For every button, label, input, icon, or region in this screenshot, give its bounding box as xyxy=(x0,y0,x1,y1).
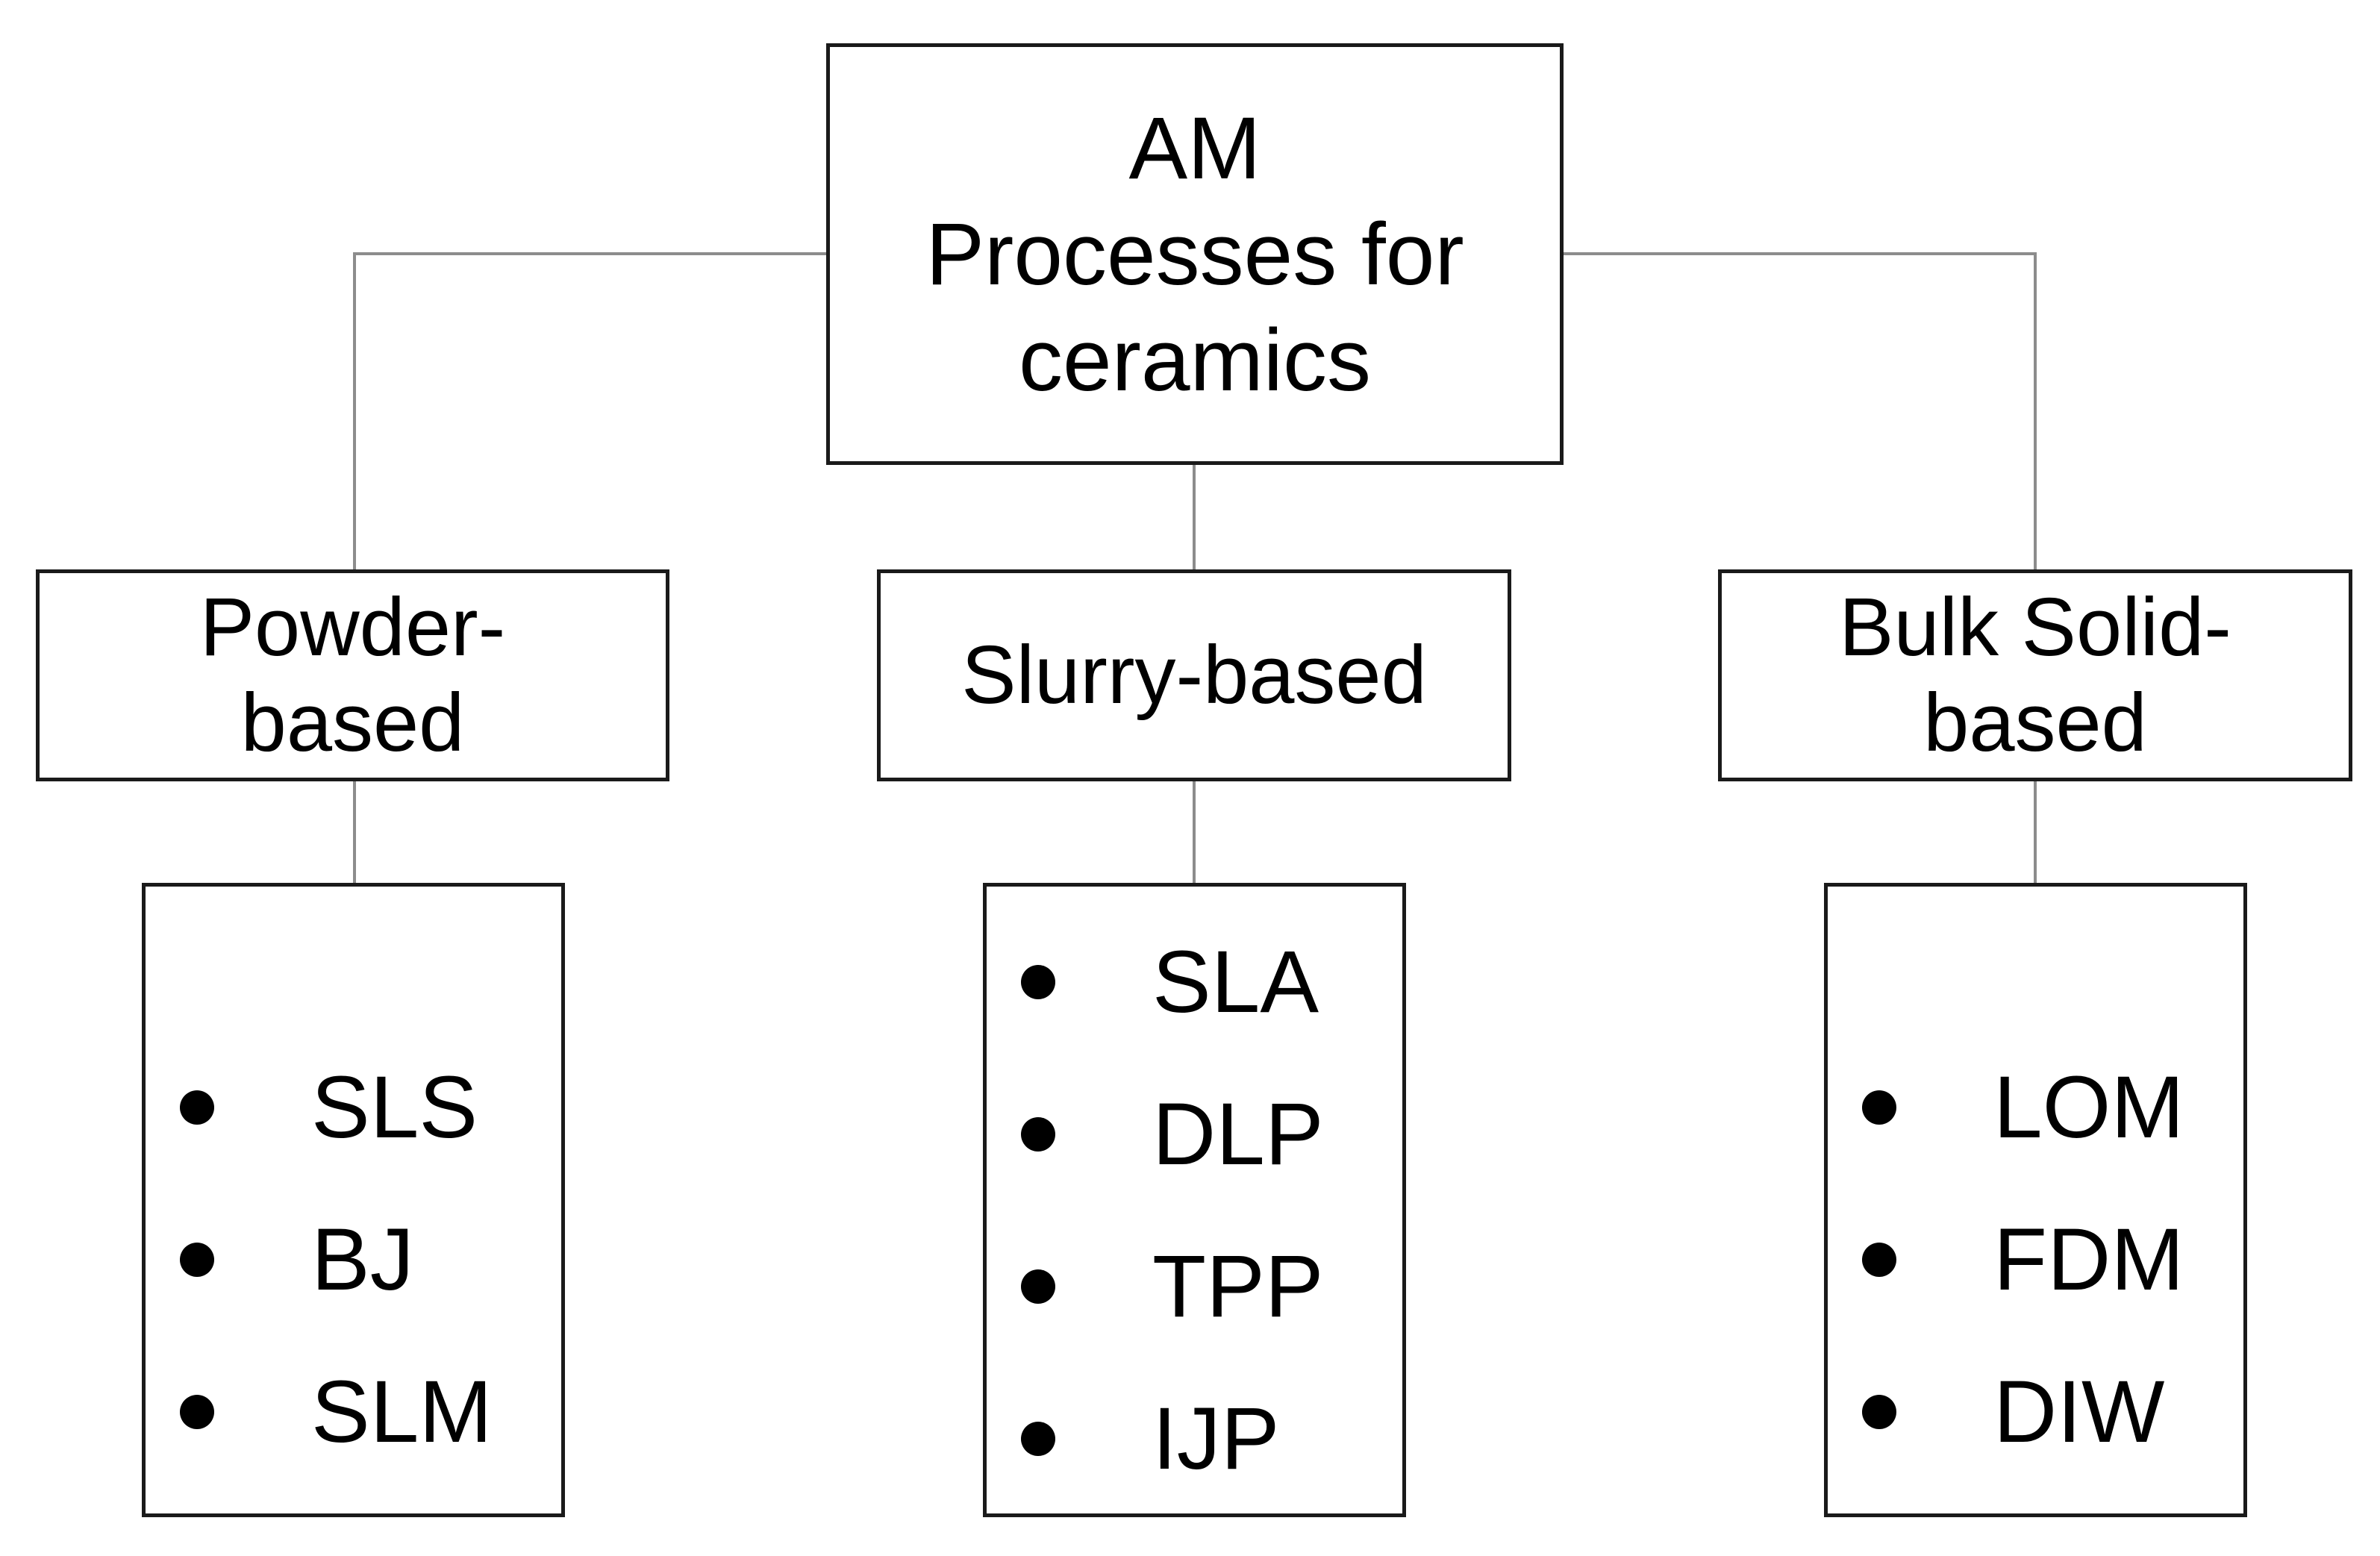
list-item: BJ xyxy=(146,1184,561,1336)
item-label: SLA xyxy=(1152,933,1319,1031)
item-label: DIW xyxy=(1993,1363,2165,1461)
item-label: SLM xyxy=(311,1363,493,1461)
bullet-icon xyxy=(1862,1395,1896,1429)
item-label: DLP xyxy=(1152,1085,1324,1184)
list-item: DIW xyxy=(1828,1336,2243,1488)
root-title-line-3: ceramics xyxy=(1018,310,1372,410)
item-list-slurry: SLA DLP TPP IJP xyxy=(983,883,1406,1517)
root-node: AM Processes for ceramics xyxy=(826,43,1564,465)
list-item: DLP xyxy=(987,1058,1402,1210)
list-item: TPP xyxy=(987,1210,1402,1363)
bullet-icon xyxy=(1021,1117,1055,1152)
list-item: FDM xyxy=(1828,1184,2243,1336)
bullet-icon xyxy=(180,1395,214,1429)
bullet-icon xyxy=(1862,1090,1896,1125)
item-label: TPP xyxy=(1152,1237,1324,1336)
bullet-icon xyxy=(1862,1243,1896,1277)
bullet-icon xyxy=(1021,965,1055,999)
list-item: SLM xyxy=(146,1336,561,1488)
item-label: BJ xyxy=(311,1210,414,1309)
category-label-line-1: Bulk Solid- xyxy=(1839,581,2231,673)
category-label-line-1: Slurry-based xyxy=(961,629,1427,721)
category-node-powder: Powder- based xyxy=(36,569,669,781)
bullet-icon xyxy=(1021,1269,1055,1304)
bullet-list: SLA DLP TPP IJP xyxy=(987,906,1402,1515)
bullet-list: SLS BJ SLM xyxy=(146,1031,561,1488)
category-label-line-2: based xyxy=(1923,677,2147,769)
list-item: LOM xyxy=(1828,1031,2243,1184)
connector-root-to-bulk-solid xyxy=(1564,252,2037,571)
item-label: SLS xyxy=(311,1058,478,1157)
list-item: SLS xyxy=(146,1031,561,1184)
root-title-line-2: Processes for xyxy=(925,204,1464,304)
bullet-icon xyxy=(180,1090,214,1125)
bullet-list: LOM FDM DIW xyxy=(1828,1031,2243,1488)
category-label-line-2: based xyxy=(240,677,465,769)
item-label: IJP xyxy=(1152,1390,1280,1488)
category-node-slurry: Slurry-based xyxy=(877,569,1511,781)
list-item: IJP xyxy=(987,1363,1402,1515)
item-list-powder: SLS BJ SLM xyxy=(142,883,565,1517)
item-label: FDM xyxy=(1993,1210,2184,1309)
root-title-line-1: AM xyxy=(1128,99,1261,198)
connector-root-to-powder xyxy=(353,252,828,571)
list-item: SLA xyxy=(987,906,1402,1058)
item-list-bulk-solid: LOM FDM DIW xyxy=(1824,883,2247,1517)
category-label-line-1: Powder- xyxy=(199,581,506,673)
category-node-bulk-solid: Bulk Solid- based xyxy=(1718,569,2352,781)
bullet-icon xyxy=(180,1243,214,1277)
item-label: LOM xyxy=(1993,1058,2184,1157)
bullet-icon xyxy=(1021,1422,1055,1456)
